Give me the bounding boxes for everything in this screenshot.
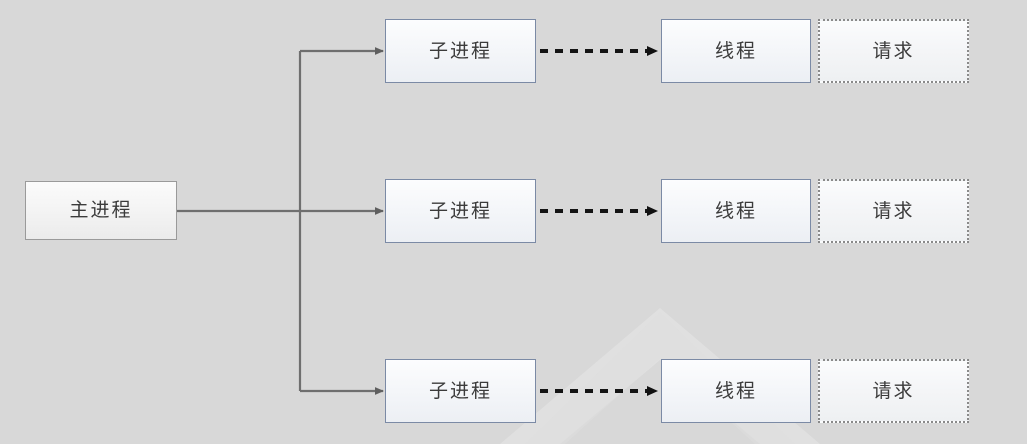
node-child-process-3-label: 子进程 (428, 379, 492, 402)
node-child-process-1[interactable]: 子进程 (385, 19, 536, 83)
node-request-1[interactable]: 请求 (818, 19, 969, 83)
node-thread-2-label: 线程 (714, 199, 757, 222)
node-request-3[interactable]: 请求 (818, 359, 969, 423)
node-child-process-2-label: 子进程 (428, 199, 492, 222)
node-main-process-label: 主进程 (69, 199, 133, 221)
node-thread-1[interactable]: 线程 (661, 19, 811, 83)
node-request-2[interactable]: 请求 (818, 179, 969, 243)
node-child-process-2[interactable]: 子进程 (385, 179, 536, 243)
node-child-process-1-label: 子进程 (428, 39, 492, 62)
node-thread-3-label: 线程 (714, 379, 757, 402)
node-request-1-label: 请求 (872, 39, 915, 62)
node-request-2-label: 请求 (872, 199, 915, 222)
node-thread-1-label: 线程 (714, 39, 757, 62)
node-thread-3[interactable]: 线程 (661, 359, 811, 423)
node-main-process[interactable]: 主进程 (25, 181, 177, 240)
node-child-process-3[interactable]: 子进程 (385, 359, 536, 423)
node-thread-2[interactable]: 线程 (661, 179, 811, 243)
node-request-3-label: 请求 (872, 379, 915, 402)
